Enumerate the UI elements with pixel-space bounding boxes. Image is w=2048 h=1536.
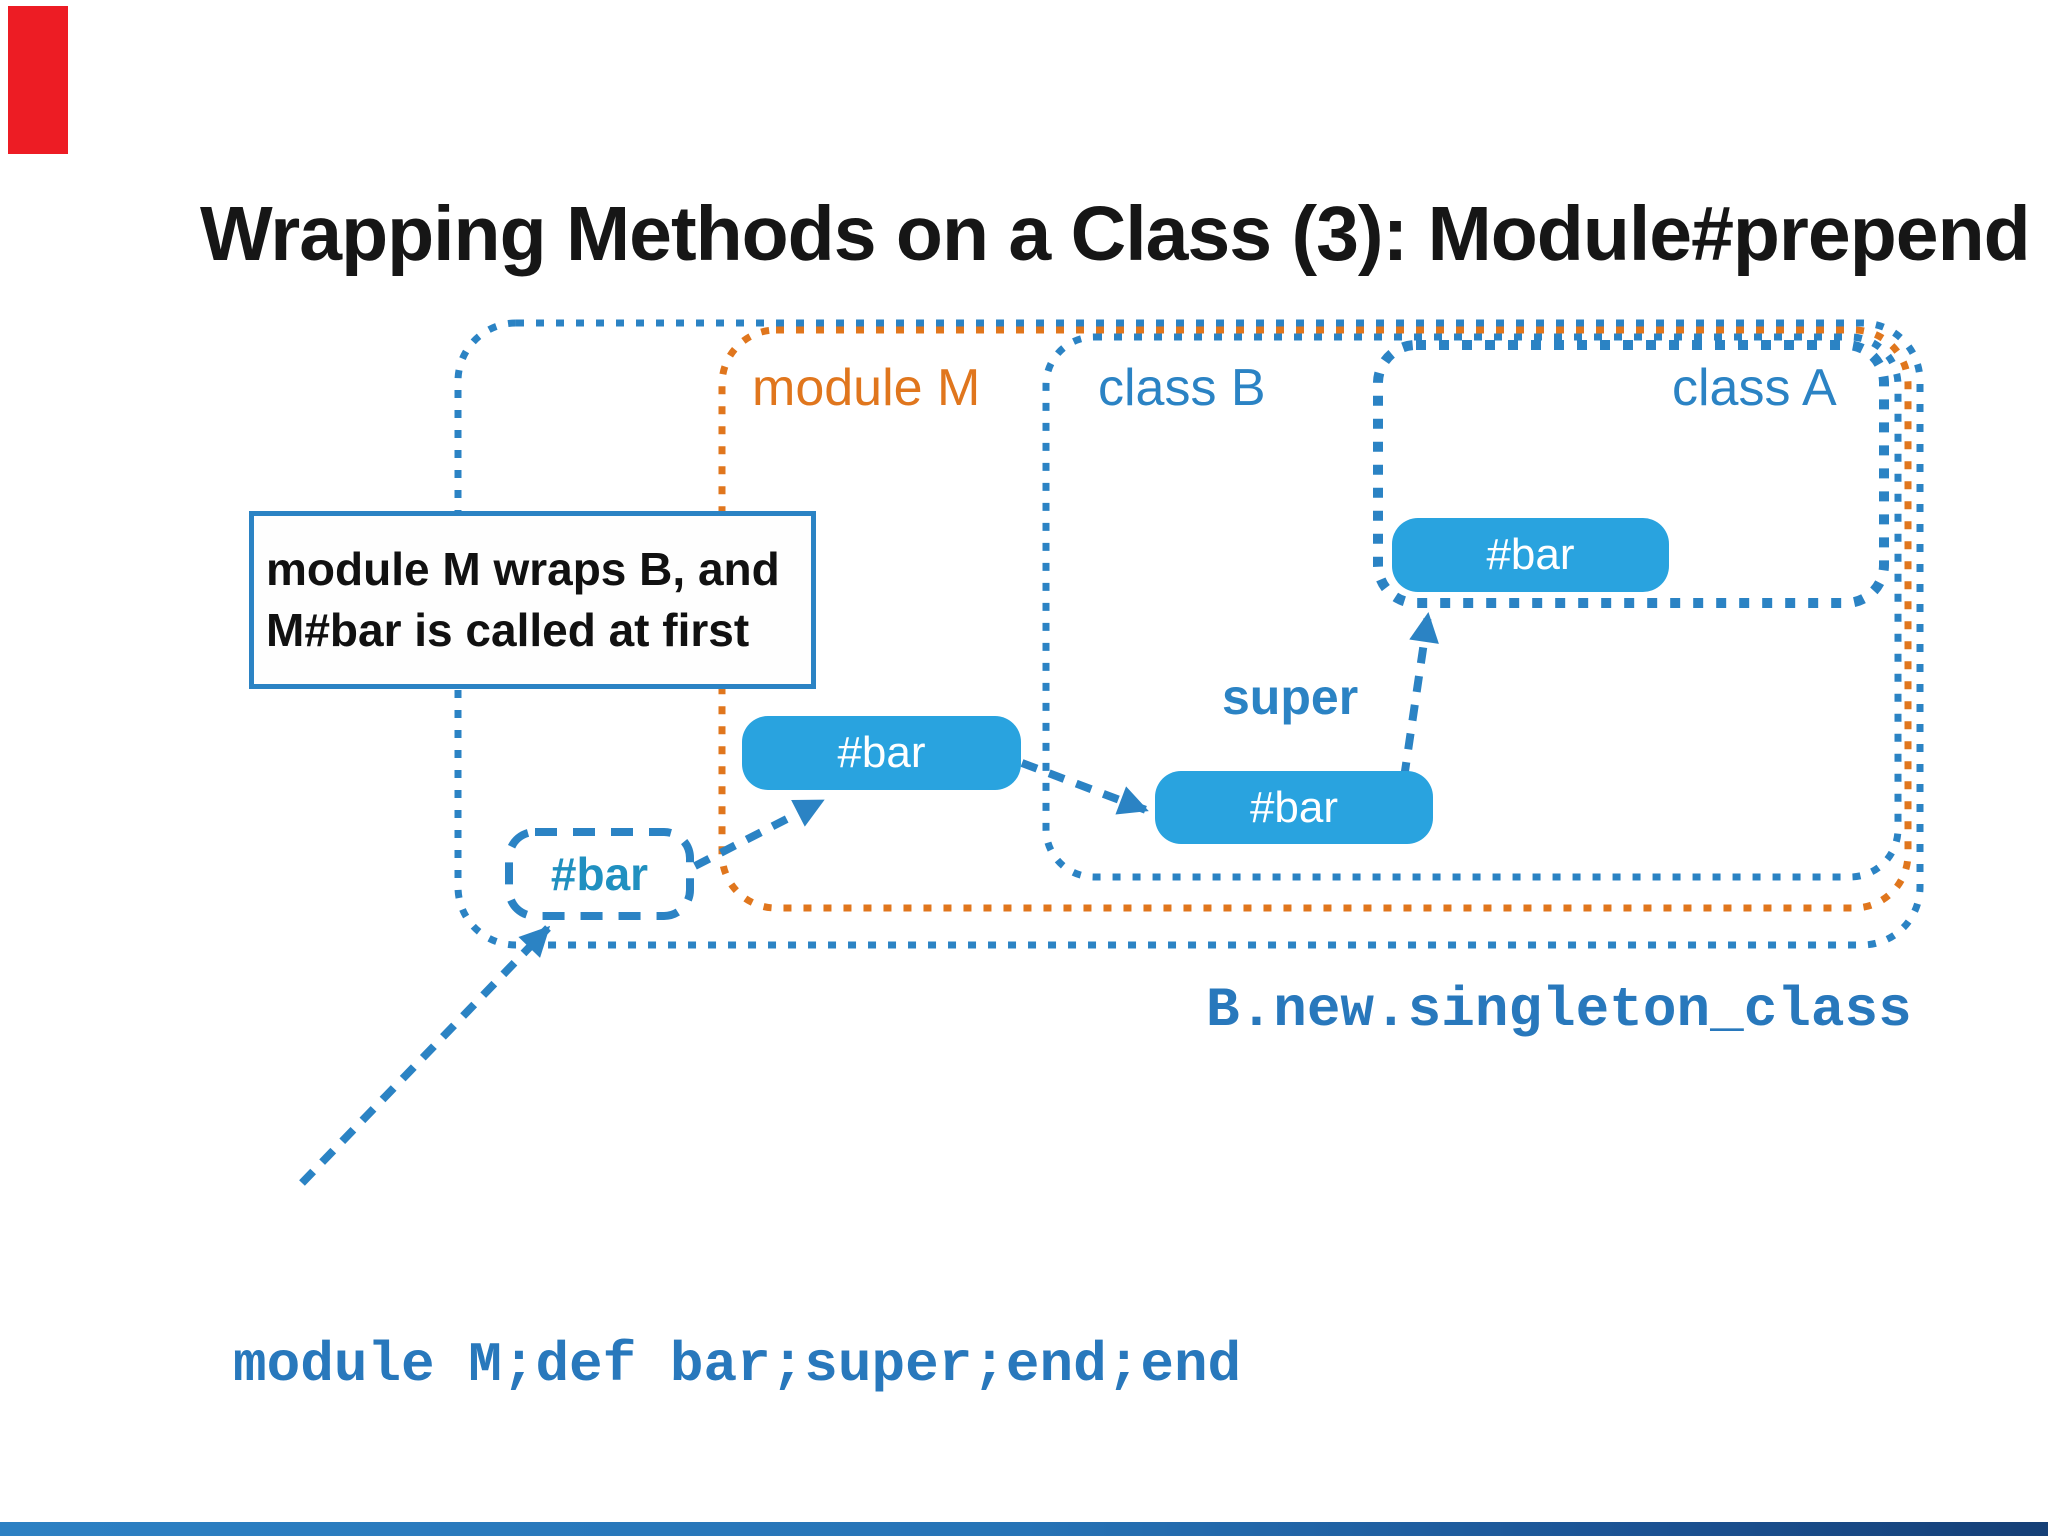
class-a-label: class A [1672, 359, 1837, 417]
arrow-m-bar-to-b-bar [1020, 759, 1149, 815]
class-a-bar-method-box: #bar [1392, 518, 1669, 592]
singleton-bar-box [505, 828, 694, 920]
callout-line-2: M#bar is called at first [266, 604, 750, 656]
singleton-class-caption: B.new.singleton_class [1206, 978, 1912, 1042]
arrow-code-to-singleton-bar [299, 925, 551, 1186]
code-line-1: module M;def bar;super;end;end [233, 1333, 1242, 1397]
callout-line-1: module M wraps B, and [266, 543, 780, 595]
class-b-label: class B [1098, 359, 1266, 417]
module-m-bar-method-box: #bar [742, 716, 1021, 790]
class-b-bar-method-box: #bar [1155, 771, 1433, 844]
code-line-2: B.prepend M [233, 1533, 1241, 1536]
code-block: module M;def bar;super;end;end B.prepend… [233, 1198, 1241, 1536]
class-b-box [1042, 333, 1902, 881]
super-label: super [1222, 669, 1359, 725]
module-m-label: module M [752, 359, 981, 417]
arrow-super-b-to-a [1400, 612, 1439, 779]
red-marker [8, 6, 68, 154]
footer-bar [0, 1522, 2048, 1536]
slide-title: Wrapping Methods on a Class (3): Module#… [200, 191, 2031, 277]
singleton-bar-method-label: #bar [550, 848, 649, 900]
arrow-singleton-to-m-bar [693, 797, 825, 870]
class-a-box [1373, 340, 1889, 608]
callout-box: module M wraps B, and M#bar is called at… [249, 511, 816, 689]
